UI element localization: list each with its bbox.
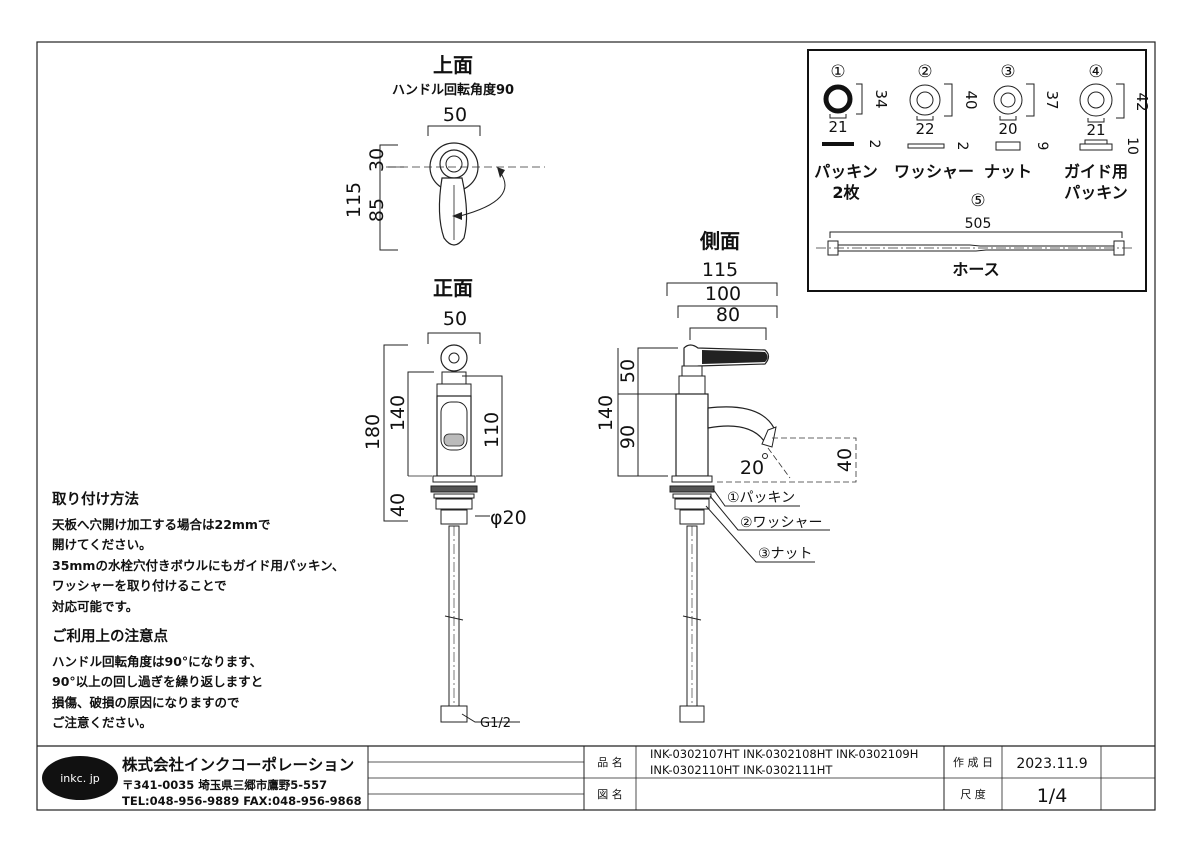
caution-notes: ご利用上の注意点 ハンドル回転角度は90°になります、 90°以上の回し過ぎを繰… <box>52 627 263 734</box>
hose-number: ⑤ <box>970 191 985 211</box>
installation-line-4: ワッシャーを取り付けることで <box>52 578 227 593</box>
front-view-title: 正面 <box>433 276 473 300</box>
callout-washer: ②ワッシャー <box>740 515 823 531</box>
top-dim-upper: 30 <box>366 148 388 172</box>
parts-box: ① 34 21 2 パッキン 2枚 ② 40 22 2 ワッシャー ③ 37 2… <box>807 49 1151 292</box>
part2-inner: 22 <box>915 120 934 138</box>
side-dim-90: 90 <box>617 425 639 449</box>
front-view: 正面 50 180 140 110 40 φ20 G1/2 <box>362 276 527 731</box>
side-dim-140: 140 <box>595 395 617 431</box>
part4-name-2: パッキン <box>1064 183 1128 202</box>
side-view-title: 側面 <box>699 229 740 253</box>
callout-packing: ①パッキン <box>727 490 795 506</box>
caution-title: ご利用上の注意点 <box>52 629 168 645</box>
part2-thickness: 2 <box>954 142 970 151</box>
side-dim-100: 100 <box>705 283 741 305</box>
part4-number: ④ <box>1088 62 1103 82</box>
front-dim-below: 40 <box>387 493 409 517</box>
part1-thickness: 2 <box>866 140 882 149</box>
part1-number: ① <box>830 62 845 82</box>
part4-thickness: 10 <box>1124 137 1140 155</box>
callout-nut: ③ナット <box>758 546 813 562</box>
caution-line-2: 90°以上の回し過ぎを繰り返しますと <box>52 674 264 689</box>
side-dim-40: 40 <box>834 448 856 472</box>
front-dim-hole: φ20 <box>490 507 527 529</box>
drawing-label: 図 名 <box>597 787 623 801</box>
part1-outer: 34 <box>872 89 890 108</box>
front-dim-body: 140 <box>387 395 409 431</box>
part3-name-1: ナット <box>984 162 1032 181</box>
installation-line-2: 開けてください。 <box>52 537 152 552</box>
top-dim-height: 115 <box>343 182 365 218</box>
top-dim-width: 50 <box>443 104 467 126</box>
sheet-frame <box>36 41 1156 811</box>
product-label: 品 名 <box>597 755 623 769</box>
side-dim-115: 115 <box>702 259 738 281</box>
part3-inner: 20 <box>998 120 1017 138</box>
part3-number: ③ <box>1000 62 1015 82</box>
part3-thickness: 9 <box>1034 142 1050 151</box>
part2-name-1: ワッシャー <box>894 162 974 181</box>
part1-name-2: 2枚 <box>832 183 860 202</box>
scale-value: 1/4 <box>1037 785 1068 807</box>
front-dim-width: 50 <box>443 308 467 330</box>
side-view: 側面 115 100 80 50 140 90 20 4 <box>595 229 857 723</box>
front-dim-spout: 110 <box>481 412 503 448</box>
company-logo <box>42 756 118 800</box>
connection-thread: G1/2 <box>480 716 511 731</box>
installation-line-3: 35mmの水栓穴付きボウルにもガイド用パッキン、 <box>52 557 345 573</box>
logo-text: inkc. jp <box>60 772 99 785</box>
side-dim-80: 80 <box>716 304 740 326</box>
installation-notes: 取り付け方法 天板へ穴開け加工する場合は22mmで 開けてください。 35mmの… <box>52 490 344 617</box>
part4-name-1: ガイド用 <box>1064 162 1128 181</box>
caution-line-1: ハンドル回転角度は90°になります、 <box>52 653 263 669</box>
product-line2: INK-0302110HT INK-0302111HT <box>650 763 833 777</box>
company-tel: TEL:048-956-9889 FAX:048-956-9868 <box>122 794 362 808</box>
top-view: 上面 ハンドル回転角度90 50 115 30 85 <box>343 53 545 251</box>
title-block: inkc. jp 株式会社インクコーポレーション 〒341-0035 埼玉県三郷… <box>37 745 1155 810</box>
caution-line-3: 損傷、破損の原因になりますので <box>52 694 240 710</box>
product-line1: INK-0302107HT INK-0302108HT INK-0302109H <box>650 747 918 761</box>
hose-length: 505 <box>965 216 992 232</box>
part2-outer: 40 <box>962 90 980 109</box>
side-dim-20: 20 <box>740 457 764 479</box>
top-view-title: 上面 <box>433 53 473 77</box>
scale-label: 尺 度 <box>960 787 986 801</box>
part3-outer: 37 <box>1043 90 1061 109</box>
part1-inner: 21 <box>828 118 847 136</box>
side-dim-50: 50 <box>617 359 639 383</box>
installation-title: 取り付け方法 <box>52 492 139 508</box>
company-name: 株式会社インクコーポレーション <box>122 755 354 774</box>
installation-line-1: 天板へ穴開け加工する場合は22mmで <box>52 516 271 532</box>
part4-outer: 42 <box>1133 92 1151 111</box>
rotation-angle-label: ハンドル回転角度90 <box>392 82 514 98</box>
part2-number: ② <box>917 62 932 82</box>
part1-name-1: パッキン <box>814 162 878 181</box>
hose-name: ホース <box>952 260 999 279</box>
date-value: 2023.11.9 <box>1016 756 1087 772</box>
company-address: 〒341-0035 埼玉県三郷市鷹野5-557 <box>122 778 327 792</box>
caution-line-4: ご注意ください。 <box>52 715 153 730</box>
installation-line-5: 対応可能です。 <box>52 598 139 614</box>
date-label: 作 成 日 <box>953 756 993 769</box>
part4-inner: 21 <box>1086 121 1105 139</box>
top-dim-lower: 85 <box>366 198 388 222</box>
front-dim-total: 180 <box>362 414 384 450</box>
